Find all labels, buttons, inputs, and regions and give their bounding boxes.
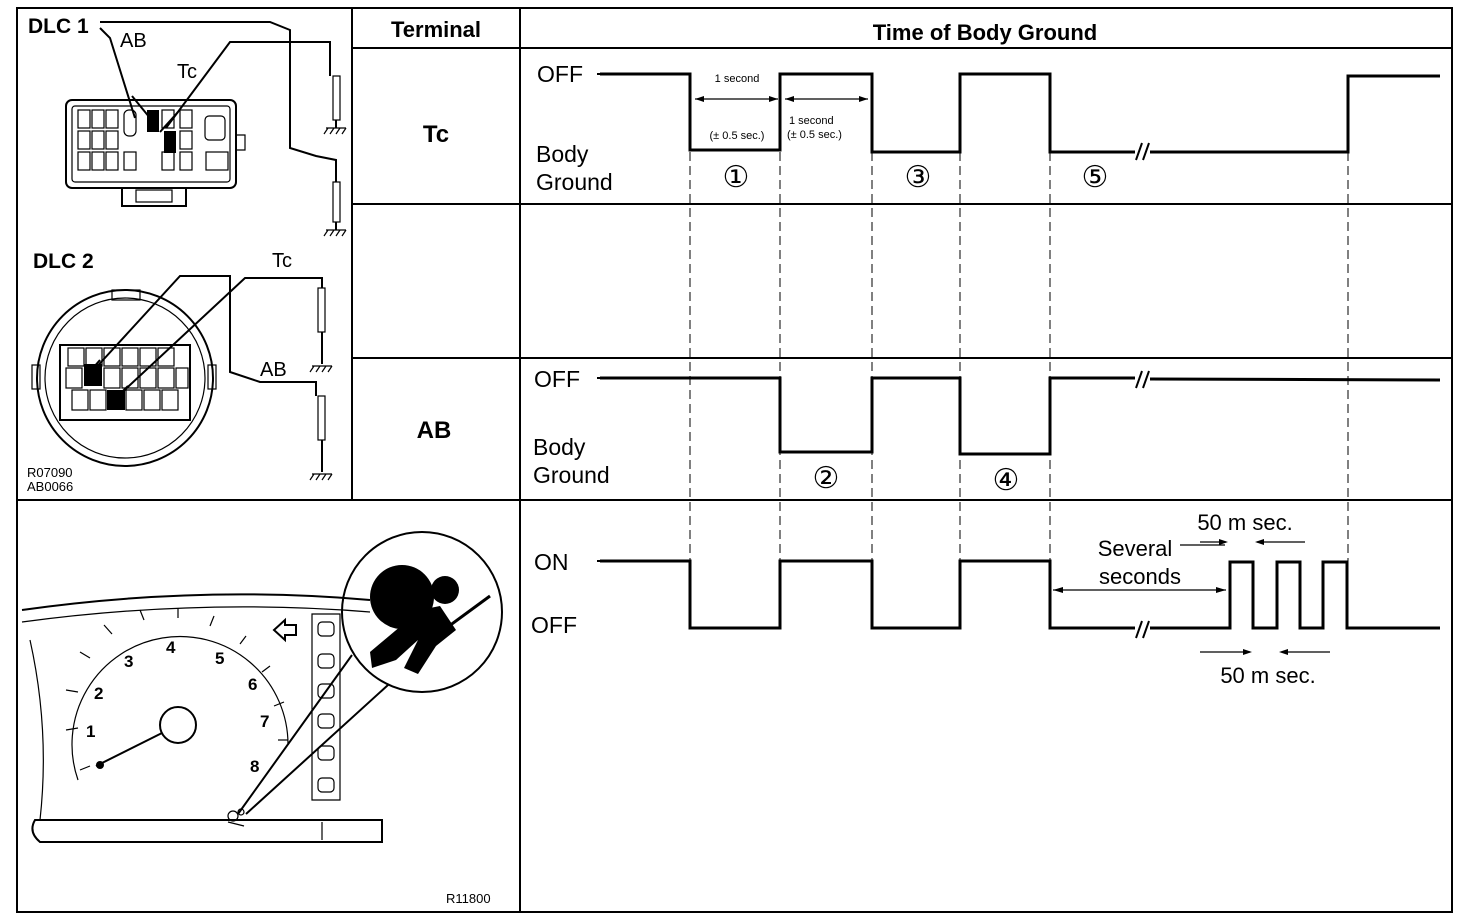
tc-waveform xyxy=(600,72,1135,154)
pulse-width-label-top: 50 m sec. xyxy=(1197,510,1292,535)
dlc1-tc-label: Tc xyxy=(177,61,197,83)
step-5-marker: ⑤ xyxy=(1082,161,1109,194)
warning-light-row: ON OFF Several seconds 50 m sec. 50 m se… xyxy=(531,510,1440,688)
ab-ground-label: Ground xyxy=(533,462,610,488)
dlc2-label: DLC 2 xyxy=(33,250,94,273)
pulse-width-label-bottom: 50 m sec. xyxy=(1220,663,1315,688)
dlc-ref-code-2: AB0066 xyxy=(27,479,73,494)
step-4-marker: ④ xyxy=(993,464,1020,497)
step-1-marker: ① xyxy=(723,161,750,194)
one-second-label-1: 1 second xyxy=(715,73,760,85)
terminal-header: Terminal xyxy=(391,17,481,42)
step-2-marker: ② xyxy=(813,462,840,495)
tc-off-label: OFF xyxy=(537,61,583,87)
airbag-icon xyxy=(370,565,491,674)
gauge-number-6: 6 xyxy=(248,675,257,694)
indicator-on-label: ON xyxy=(534,549,569,575)
tolerance-label-1: (± 0.5 sec.) xyxy=(710,130,765,142)
seconds-label: seconds xyxy=(1099,564,1181,589)
dlc2-ab-label: AB xyxy=(260,359,287,381)
dlc1-label: DLC 1 xyxy=(28,15,89,38)
gauge-number-1: 1 xyxy=(86,722,95,741)
gauge-number-5: 5 xyxy=(215,649,224,668)
dlc1-connector-illustration: DLC 1 AB Tc xyxy=(28,15,347,237)
tc-terminal-label: Tc xyxy=(423,121,449,148)
dlc1-ab-label: AB xyxy=(120,30,147,52)
ab-off-label: OFF xyxy=(534,366,580,392)
ab-signal-row: OFF Body Ground ② ④ xyxy=(533,366,1441,497)
gauge-number-7: 7 xyxy=(260,712,269,731)
ab-terminal-label: AB xyxy=(417,417,452,444)
tc-body-label: Body xyxy=(536,141,589,167)
gauge-number-4: 4 xyxy=(166,638,176,657)
dlc2-tc-label: Tc xyxy=(272,250,292,272)
time-of-body-ground-header: Time of Body Ground xyxy=(873,20,1097,45)
tc-signal-row: OFF Body Ground 1 second (± 0.5 sec.) 1 … xyxy=(536,61,1440,195)
airbag-warning-lamp-callout xyxy=(341,531,503,693)
left-arrow-icon xyxy=(272,617,297,643)
gauge-number-8: 8 xyxy=(250,757,259,776)
warning-lamp-column xyxy=(311,613,341,801)
one-second-label-2: 1 second xyxy=(789,115,834,127)
gauge-number-2: 2 xyxy=(94,684,103,703)
several-label: Several xyxy=(1098,536,1173,561)
ab-waveform xyxy=(600,376,1135,456)
indicator-off-label: OFF xyxy=(531,612,577,638)
dlc2-connector-illustration: DLC 2 Tc AB R07090 AB0066 xyxy=(27,250,333,494)
tachometer-gauge: 1 2 3 4 5 6 7 8 xyxy=(65,608,289,781)
tc-ground-label: Ground xyxy=(536,169,613,195)
step-3-marker: ③ xyxy=(905,161,932,194)
time-markers xyxy=(689,152,1349,628)
table-grid xyxy=(16,7,1453,913)
ab-body-label: Body xyxy=(533,434,586,460)
tolerance-label-2: (± 0.5 sec.) xyxy=(787,129,842,141)
meter-ref-code: R11800 xyxy=(446,891,491,906)
combination-meter-illustration: 1 2 3 4 5 6 7 8 xyxy=(21,531,503,906)
small-airbag-lamp-icon xyxy=(227,808,245,827)
indicator-waveform xyxy=(600,559,1135,630)
dlc-ref-code-1: R07090 xyxy=(27,465,73,480)
gauge-number-3: 3 xyxy=(124,652,133,671)
